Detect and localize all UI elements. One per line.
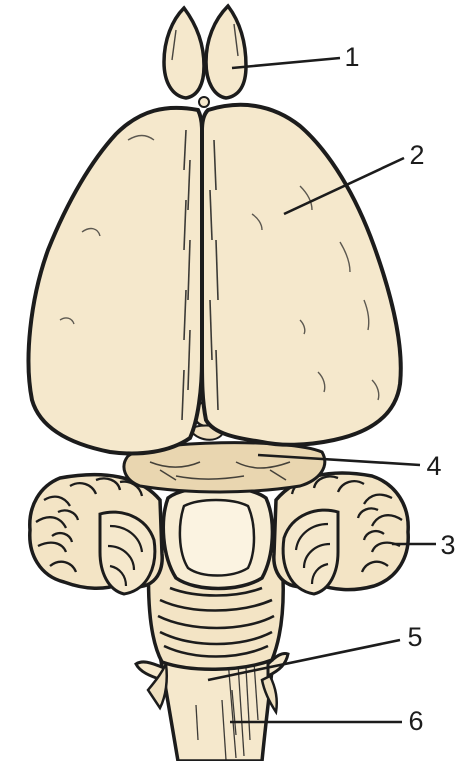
olfactory-bulb-right [206,6,246,98]
label-midbrain: 4 [422,451,446,481]
hemisphere-right [202,105,401,445]
label-cranial-nerve: 5 [403,622,427,652]
cerebral-hemispheres [29,105,401,454]
olfactory-bulb-left [164,8,204,98]
label-cerebellum: 3 [436,530,456,560]
label-hemisphere: 2 [405,140,429,170]
label-spinal-cord: 6 [404,706,428,736]
label-olfactory-bulb: 1 [340,42,364,72]
leader-line-1 [232,58,340,68]
hemisphere-left [29,108,202,454]
olfactory-bulbs [164,6,246,107]
